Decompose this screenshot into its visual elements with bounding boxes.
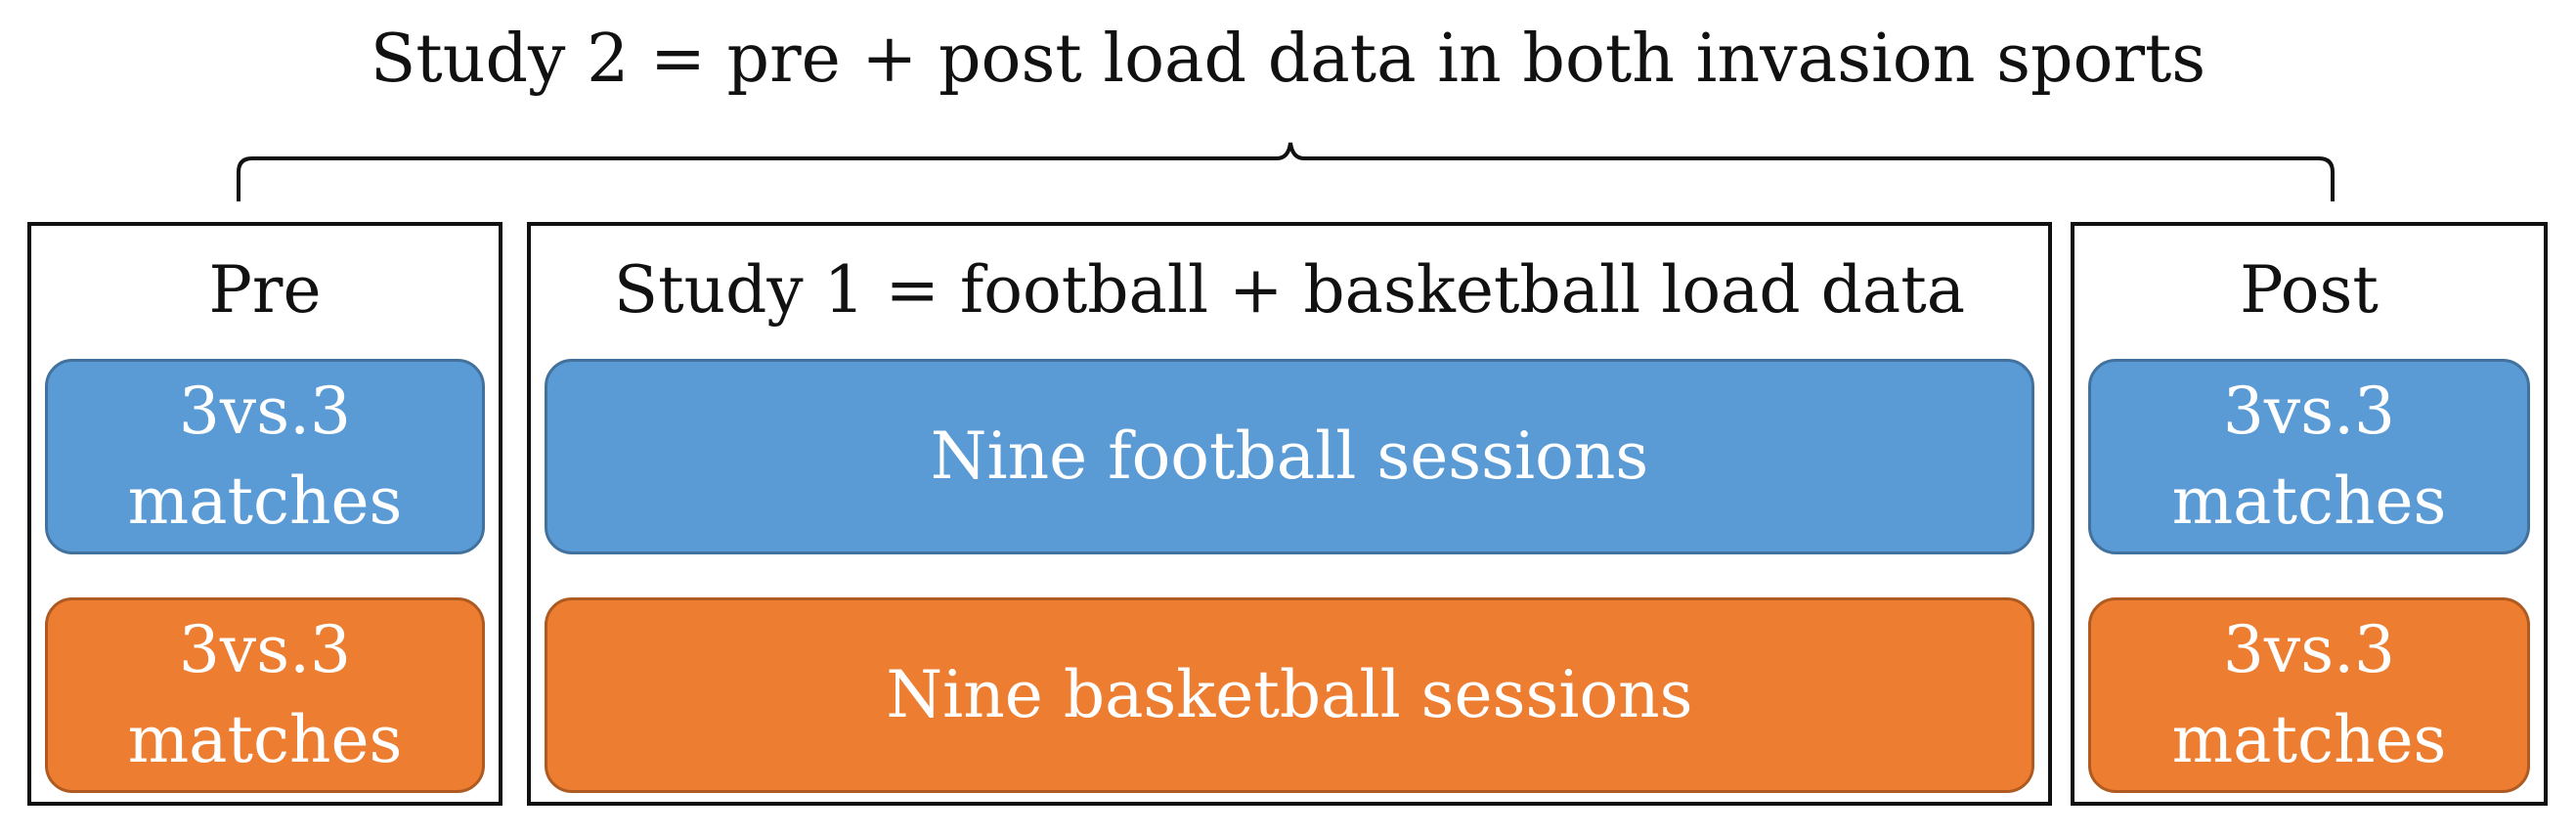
football-sessions-label: Nine football sessions bbox=[930, 418, 1649, 494]
post-blue-line2: matches bbox=[2171, 463, 2447, 539]
diagram-title: Study 2 = pre + post load data in both i… bbox=[370, 21, 2206, 98]
pre-blue-line2: matches bbox=[127, 463, 403, 539]
post-orange-line2: matches bbox=[2171, 702, 2447, 777]
pre-panel: Pre 3vs.3 matches 3vs.3 matches bbox=[27, 222, 502, 806]
pre-football-matches-box: 3vs.3 matches bbox=[45, 359, 485, 554]
pre-basketball-matches-box: 3vs.3 matches bbox=[45, 597, 485, 793]
post-football-matches-box: 3vs.3 matches bbox=[2088, 359, 2530, 554]
post-blue-line1: 3vs.3 bbox=[2222, 374, 2396, 449]
post-orange-line1: 3vs.3 bbox=[2222, 612, 2396, 687]
study1-panel-title: Study 1 = football + basketball load dat… bbox=[613, 252, 1966, 328]
brace-line bbox=[237, 142, 2335, 201]
study1-panel: Study 1 = football + basketball load dat… bbox=[527, 222, 2052, 806]
basketball-sessions-box: Nine basketball sessions bbox=[545, 597, 2034, 793]
basketball-sessions-label: Nine basketball sessions bbox=[886, 657, 1693, 732]
post-panel-title: Post bbox=[2240, 252, 2379, 328]
pre-orange-line1: 3vs.3 bbox=[178, 612, 352, 687]
post-basketball-matches-box: 3vs.3 matches bbox=[2088, 597, 2530, 793]
pre-panel-title: Pre bbox=[208, 252, 322, 328]
pre-blue-line1: 3vs.3 bbox=[178, 374, 352, 449]
football-sessions-box: Nine football sessions bbox=[545, 359, 2034, 554]
post-panel: Post 3vs.3 matches 3vs.3 matches bbox=[2071, 222, 2548, 806]
pre-orange-line2: matches bbox=[127, 702, 403, 777]
